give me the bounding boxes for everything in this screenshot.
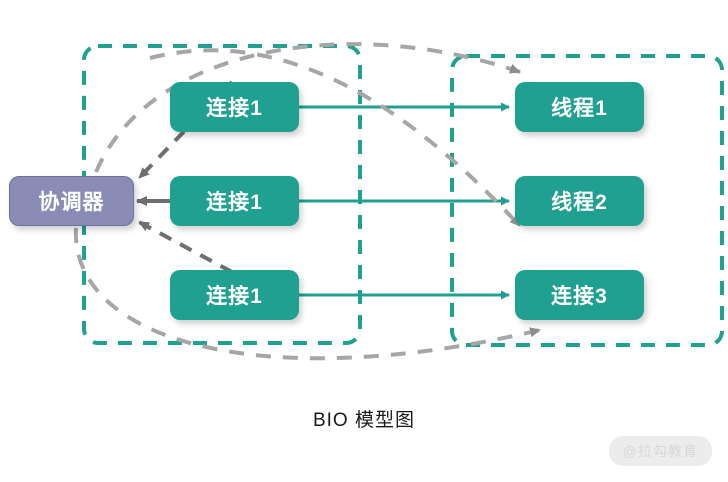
connection-node-1-label: 连接1 (206, 97, 263, 120)
dispatch-curve-coordinator-to-thread-2 (149, 48, 522, 228)
connection-node-3[interactable]: 连接1 (170, 270, 299, 320)
thread-node-3[interactable]: 连接3 (515, 270, 644, 320)
thread-node-2[interactable]: 线程2 (515, 176, 644, 226)
diagram-caption: BIO 模型图 (312, 410, 415, 431)
connection-node-1[interactable]: 连接1 (170, 82, 299, 132)
watermark-badge: @拉勾教育 (608, 436, 712, 466)
connection-node-3-label: 连接1 (206, 285, 263, 308)
connections-group-box (82, 44, 362, 345)
thread-node-1-label: 线程1 (551, 97, 608, 120)
coordinator-node[interactable]: 协调器 (9, 176, 134, 226)
connection-node-2-label: 连接1 (206, 191, 263, 214)
coordinator-label: 协调器 (38, 191, 105, 214)
dispatch-curve-coordinator-to-thread-3 (73, 227, 541, 361)
thread-node-2-label: 线程2 (551, 191, 608, 214)
connection-node-2[interactable]: 连接1 (170, 176, 299, 226)
thread-node-1[interactable]: 线程1 (515, 82, 644, 132)
return-arrow-connection-3-to-coordinator (138, 220, 233, 274)
thread-node-3-label: 连接3 (551, 285, 608, 308)
dispatch-curve-coordinator-to-thread-1 (94, 42, 521, 173)
